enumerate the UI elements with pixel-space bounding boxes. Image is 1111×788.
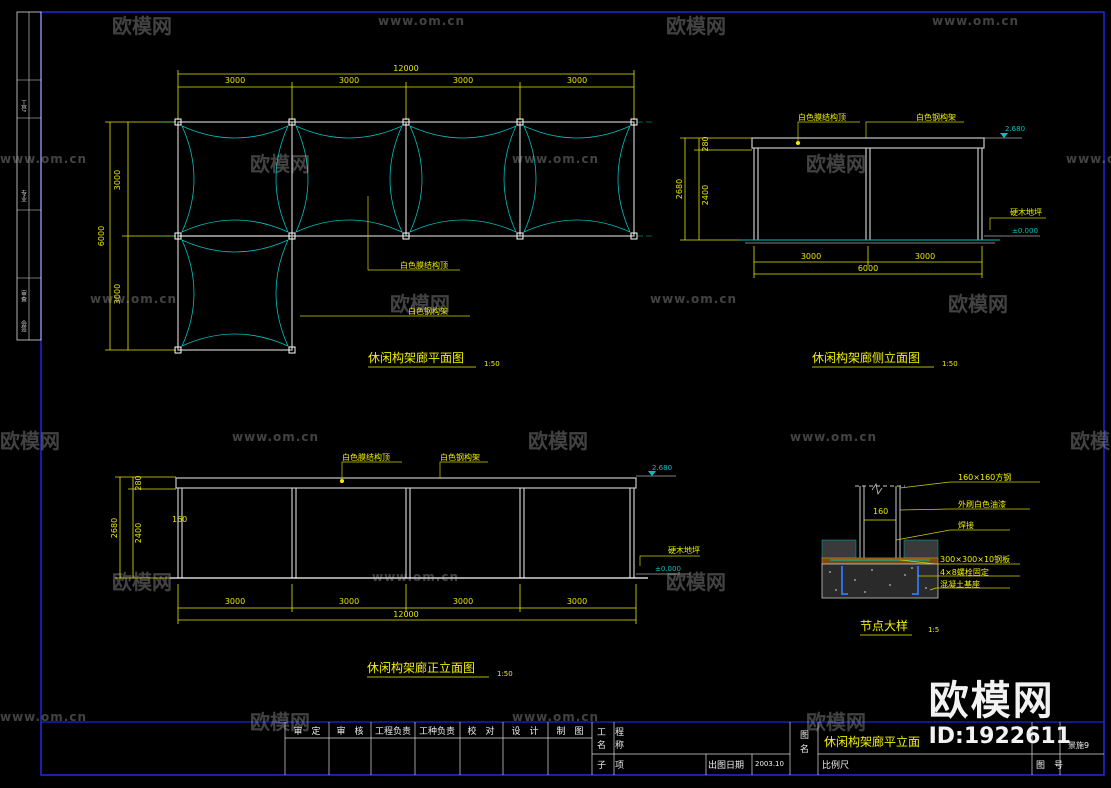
drawing-name-label-2: 名	[800, 743, 809, 755]
detail-label: 300×300×10钢板	[940, 554, 1010, 564]
drawing-name: 休闲构架廊平立面	[824, 734, 920, 749]
sheet-frame	[40, 11, 1105, 776]
front-bottom-dim: 3000	[339, 597, 359, 606]
detail-label: 混凝土基座	[940, 579, 980, 589]
role-label: 制 图	[556, 725, 583, 737]
front-label-beam: 白色钢构架	[440, 452, 480, 462]
front-elev-ground: ±0.000	[655, 565, 681, 573]
front-left-total: 2680	[110, 518, 119, 538]
plan-title: 休闲构架廊平面图	[368, 350, 464, 365]
drawing-name-label: 图	[800, 730, 809, 741]
brand-overlay: 欧模网 ID:1922611	[929, 668, 1071, 749]
side-label-top: 白色膜结构顶	[798, 112, 846, 122]
detail-label: 焊接	[958, 520, 974, 530]
project-label: 工 程	[597, 727, 624, 738]
role-label: 审 核	[336, 725, 363, 737]
plan-label-beam: 白色钢构架	[408, 306, 448, 316]
strip-label: 工号	[20, 100, 27, 113]
brand-name: 欧模网	[928, 678, 1055, 724]
plan-top-dim: 3000	[225, 76, 245, 85]
plan-top-dim: 3000	[453, 76, 473, 85]
plan-view: 3000 3000 3000 3000 12000 3000 3000 6000	[97, 64, 655, 368]
front-title: 休闲构架廊正立面图	[367, 660, 475, 675]
strip-label: 会签	[20, 319, 27, 332]
date-label: 出图日期	[708, 759, 744, 771]
detail-title: 节点大样	[860, 618, 908, 633]
front-bottom-dim: 3000	[225, 597, 245, 606]
role-label: 设 计	[511, 725, 538, 737]
side-left-total: 2680	[675, 179, 684, 199]
detail-label: 4×8螺栓固定	[940, 567, 989, 577]
side-left-dim: 2400	[701, 185, 710, 205]
role-label: 工种负责	[419, 725, 455, 737]
sub-label: 子 项	[597, 760, 624, 771]
role-label: 审 定	[293, 725, 320, 737]
front-scale: 1:50	[497, 670, 513, 678]
side-bottom-dim: 3000	[915, 252, 935, 261]
role-label: 校 对	[467, 725, 494, 737]
plan-top-dim: 3000	[339, 76, 359, 85]
left-strip: 工号 专业 审查 会签	[16, 11, 42, 341]
detail-label: 160×160方钢	[958, 472, 1011, 482]
plan-top-dim: 3000	[567, 76, 587, 85]
scale-label: 比例尺	[822, 759, 849, 771]
front-view: 280 2400 2680 160 白色膜结构顶 白色钢构架 2.680 硬木地…	[110, 452, 700, 678]
plan-left-dim: 3000	[113, 170, 122, 190]
front-post-dim: 160	[172, 515, 187, 524]
side-bottom-dim: 3000	[801, 252, 821, 261]
title-block: 审 定 审 核 工程负责 工种负责 校 对 设 计 制 图 工 程 名 称 子 …	[40, 721, 1105, 776]
detail-view: 160 160×160方钢 外刷白色油漆 焊接 300×300×10钢板 4	[821, 472, 1040, 636]
brand-id: ID:1922611	[928, 724, 1071, 749]
plan-left-dim: 3000	[113, 284, 122, 304]
drawing-no: 景施9	[1068, 740, 1089, 750]
side-scale: 1:50	[942, 360, 958, 368]
front-label-top: 白色膜结构顶	[342, 452, 390, 462]
side-bottom-total: 6000	[858, 264, 878, 273]
front-bottom-total: 12000	[393, 610, 418, 619]
side-view: 280 2400 2680 白色膜结构顶 白色钢构架 2.680 硬木地坪 ±0…	[675, 112, 1046, 368]
front-label-ground: 硬木地坪	[668, 545, 700, 555]
front-bottom-dim: 3000	[567, 597, 587, 606]
front-elev-top: 2.680	[652, 464, 672, 472]
plan-left-total: 6000	[97, 226, 106, 246]
plan-top-total: 12000	[393, 64, 418, 73]
strip-label: 专业	[20, 189, 27, 202]
plan-label-top: 白色膜结构顶	[400, 260, 448, 270]
side-title: 休闲构架廊侧立面图	[812, 350, 920, 365]
date-value: 2003.10	[755, 760, 784, 768]
front-left-dim: 280	[134, 475, 143, 490]
project-label-2: 名 称	[597, 739, 624, 751]
detail-scale: 1:5	[928, 626, 939, 634]
front-left-dim: 2400	[134, 523, 143, 543]
plan-scale: 1:50	[484, 360, 500, 368]
side-left-dim: 280	[701, 136, 710, 151]
detail-post-width: 160	[873, 507, 888, 516]
front-bottom-dim: 3000	[453, 597, 473, 606]
drawing-no-label: 图 号	[1036, 760, 1063, 771]
strip-label: 审查	[20, 289, 27, 302]
side-label-beam: 白色钢构架	[916, 112, 956, 122]
side-elev-top: 2.680	[1005, 125, 1025, 133]
role-label: 工程负责	[375, 725, 411, 737]
detail-label: 外刷白色油漆	[958, 499, 1006, 509]
side-elev-ground: ±0.000	[1012, 227, 1038, 235]
side-label-ground: 硬木地坪	[1010, 207, 1042, 217]
